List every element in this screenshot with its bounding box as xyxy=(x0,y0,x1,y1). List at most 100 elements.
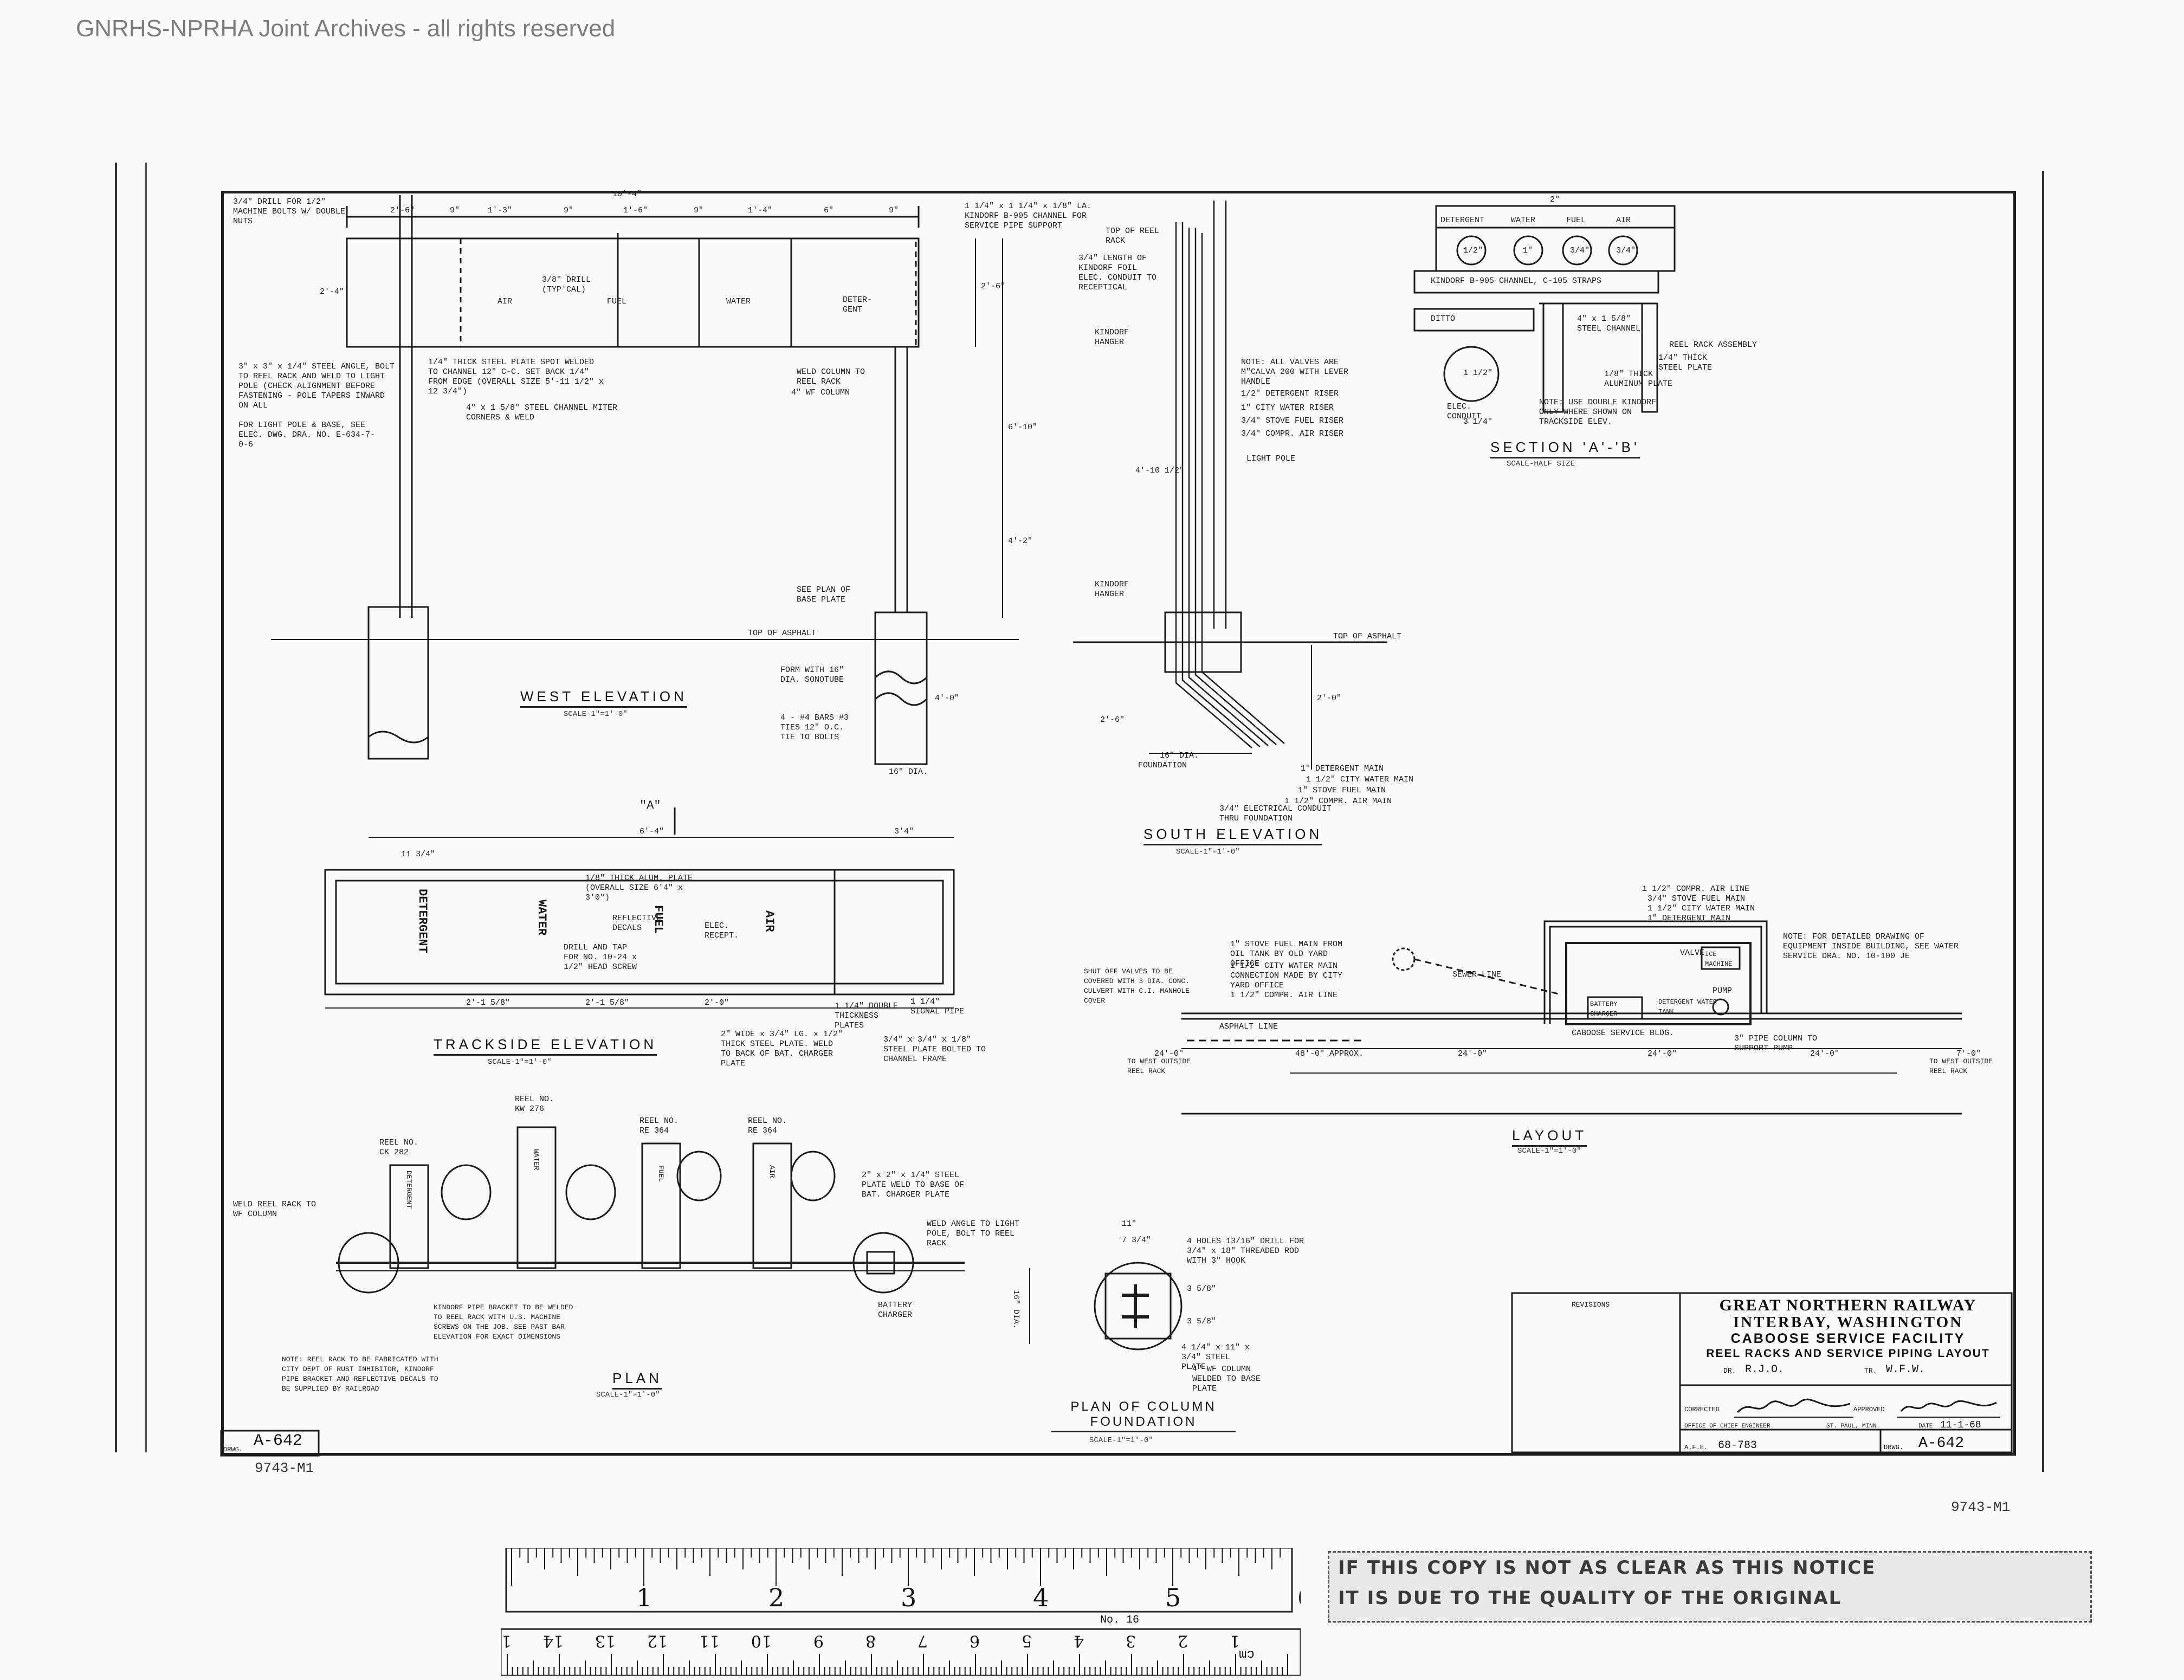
south-note-conduit: 3/4" LENGTH OF KINDORF FOIL ELEC. CONDUI… xyxy=(1078,254,1157,292)
section-col-detergent: DETERGENT xyxy=(1440,216,1485,225)
foundation-note-column: 4" WF COLUMN WELDED TO BASE PLATE xyxy=(1192,1365,1261,1393)
layout-dim-0: 24'-0" xyxy=(1154,1049,1184,1058)
ruler-cm-label: 15 xyxy=(501,1631,512,1650)
section-pipe-detergent: 1/2" xyxy=(1463,246,1483,255)
plan-note-weld-rack: WELD REEL RACK TO WF COLUMN xyxy=(233,1200,316,1219)
plan-reel-no-0: REEL NO. CK 282 xyxy=(379,1138,419,1157)
west-dim-7: 6" xyxy=(824,206,834,215)
foundation-dim-2: 16" DIA. xyxy=(1011,1290,1020,1329)
section-col-fuel: FUEL xyxy=(1566,216,1586,225)
foundation-note-plate: 4 1/4" x 11" x 3/4" STEEL PLATE xyxy=(1181,1343,1250,1372)
section-note-aluminum: 1/8" THICK ALUMINUM PLATE xyxy=(1604,370,1673,389)
dwg-number-left: A-642 xyxy=(254,1432,303,1450)
ruler-cm-label: 5 xyxy=(1022,1631,1032,1650)
plan-scale: SCALE-1"=1'-0" xyxy=(596,1391,660,1399)
scale-ruler: 123456123456789101112131415 No. 16 cm xyxy=(501,1548,1301,1676)
ruler-cm-label: 9 xyxy=(813,1631,824,1650)
west-compartment-fuel: FUEL xyxy=(607,297,627,306)
west-note-light-pole: FOR LIGHT POLE & BASE, SEE ELEC. DWG. DR… xyxy=(238,421,376,449)
ruler-cm-label: 8 xyxy=(865,1631,876,1650)
layout-note-air-line: 1 1/2" COMPR. AIR LINE xyxy=(1642,884,1750,894)
south-dim-2: 16" DIA. xyxy=(1160,751,1199,760)
plan-note-steel-plate: 2" x 2" x 1/4" STEEL PLATE WELD TO BASE … xyxy=(862,1171,965,1199)
layout-note-water-main: 1 1/2" CITY WATER MAIN CONNECTION MADE B… xyxy=(1230,961,1343,990)
layout-dim-5: 7'-0" xyxy=(1956,1049,1981,1058)
layout-dim-3: 24'-0" xyxy=(1647,1049,1677,1058)
section-note-rack-assembly: REEL RACK ASSEMBLY xyxy=(1669,340,1757,350)
copy-quality-notice: IF THIS COPY IS NOT AS CLEAR AS THIS NOT… xyxy=(1328,1551,2092,1623)
ruler-cm-label: 4 xyxy=(1074,1631,1084,1650)
ruler-inch-label: 2 xyxy=(768,1583,784,1612)
trackside-panel-detergent: DETERGENT xyxy=(416,889,429,953)
layout-dim-2: 24'-0" xyxy=(1458,1049,1488,1058)
layout-building-label: CABOOSE SERVICE BLDG. xyxy=(1572,1029,1675,1038)
ruler-cm-label: 10 xyxy=(751,1631,772,1650)
plan-reel-label-3: AIR xyxy=(768,1165,776,1178)
trackside-note-weld: 2" WIDE x 3/4" LG. x 1/2" THICK STEEL PL… xyxy=(721,1030,843,1068)
ruler-cm-label: 1 xyxy=(1230,1631,1240,1650)
plan-title: PLAN xyxy=(612,1370,662,1390)
trackside-dim-3: 2'-1 5/8" xyxy=(466,998,511,1007)
section-pipe-water: 1" xyxy=(1523,246,1533,255)
south-note-water-riser: 1" CITY WATER RISER xyxy=(1241,403,1334,412)
section-note-channel: 4" x 1 5/8" STEEL CHANNEL xyxy=(1577,314,1641,333)
layout-note-pipe-column: 3" PIPE COLUMN TO SUPPORT PUMP xyxy=(1734,1034,1818,1053)
dwg-label: DRWG. xyxy=(1884,1444,1904,1451)
railway-name: GREAT NORTHERN RAILWAY xyxy=(1719,1296,1977,1314)
approved-signature xyxy=(1897,1397,2000,1418)
section-ab-title: SECTION 'A'-'B' xyxy=(1490,439,1640,458)
plan-reel-no-1: REEL NO. KW 276 xyxy=(515,1095,554,1114)
trackside-dim-0: 6'-4" xyxy=(639,827,664,836)
section-conduit-size: 1 1/2" xyxy=(1463,369,1493,378)
section-col-water: WATER xyxy=(1511,216,1536,225)
ruler-cm-unit: cm xyxy=(1239,1646,1255,1661)
south-note-valves: NOTE: ALL VALVES ARE M"CALVA 200 WITH LE… xyxy=(1241,358,1349,386)
subject: REEL RACKS AND SERVICE PIPING LAYOUT xyxy=(1706,1347,1990,1360)
plan-reel-label-0: DETERGENT xyxy=(405,1171,413,1209)
dwg-number: A-642 xyxy=(1918,1435,1965,1452)
section-pipe-fuel: 3/4" xyxy=(1570,246,1590,255)
south-note-hanger-bottom: KINDORF HANGER xyxy=(1095,580,1129,599)
west-note-channel: 4" x 1 5/8" STEEL CHANNEL MITER CORNERS … xyxy=(466,403,618,422)
south-note-asphalt: TOP OF ASPHALT xyxy=(1333,632,1402,641)
section-note-steel-plate: 1/4" THICK STEEL PLATE xyxy=(1658,353,1713,372)
afe-label: A.F.E. xyxy=(1684,1444,1708,1451)
plan-note-kindorf: KINDORF PIPE BRACKET TO BE WELDED TO REE… xyxy=(434,1303,573,1341)
section-col-air: AIR xyxy=(1616,216,1631,225)
west-dim-1: 9" xyxy=(450,206,460,215)
west-note-angle: 3" x 3" x 1/4" STEEL ANGLE, BOLT TO REEL… xyxy=(238,362,395,410)
trackside-elevation-scale: SCALE-1"=1'-0" xyxy=(488,1058,552,1067)
afe-number: 68-783 xyxy=(1718,1439,1757,1452)
foundation-dim-0: 11" xyxy=(1122,1219,1137,1229)
west-dim-8: 9" xyxy=(889,206,899,215)
west-compartment-water: WATER xyxy=(726,297,751,306)
trackside-dim-5: 2'-0" xyxy=(705,998,729,1007)
south-note-hanger-top: KINDORF HANGER xyxy=(1095,328,1129,347)
south-note-electrical: 3/4" ELECTRICAL CONDUIT THRU FOUNDATION xyxy=(1219,804,1332,823)
west-dim-4: 1'-6" xyxy=(623,206,648,215)
west-dim-5: 9" xyxy=(694,206,704,215)
south-note-air-main: 1 1/2" COMPR. AIR MAIN xyxy=(1284,797,1392,806)
trackside-section-marker: "A" xyxy=(639,799,661,812)
ruler-inch-label: 5 xyxy=(1165,1583,1181,1612)
layout-note-detail: NOTE: FOR DETAILED DRAWING OF EQUIPMENT … xyxy=(1783,932,1959,961)
south-note-detergent-riser: 1/2" DETERGENT RISER xyxy=(1241,389,1339,398)
approved-label: APPROVED xyxy=(1853,1406,1885,1413)
location: INTERBAY, WASHINGTON xyxy=(1733,1314,1963,1331)
drawing-frame xyxy=(221,191,2016,1456)
plan-reel-no-2: REEL NO. RE 364 xyxy=(639,1116,679,1135)
layout-title: LAYOUT xyxy=(1512,1127,1587,1147)
layout-note-west-rack-2: TO WEST OUTSIDE REEL RACK xyxy=(1929,1057,1993,1075)
plan-reel-label-2: FUEL xyxy=(657,1165,665,1183)
layout-note-sewer: SEWER LINE xyxy=(1452,970,1502,979)
plan-reel-no-3: REEL NO. RE 364 xyxy=(748,1116,787,1135)
west-drill-note: 3/8" DRILL (TYP'CAL) xyxy=(542,275,591,294)
section-pipe-air: 3/4" xyxy=(1616,246,1636,255)
trackside-dim-2: 11 3/4" xyxy=(401,850,436,859)
section-ab-scale: SCALE-HALF SIZE xyxy=(1507,460,1575,468)
layout-note-city-water: 1 1/2" CITY WATER MAIN xyxy=(1647,904,1755,913)
west-note-wf-column: 4" WF COLUMN xyxy=(791,388,850,397)
trackside-note-recept: ELEC. RECEPT. xyxy=(705,921,739,940)
date: 11-1-68 xyxy=(1940,1420,1981,1431)
